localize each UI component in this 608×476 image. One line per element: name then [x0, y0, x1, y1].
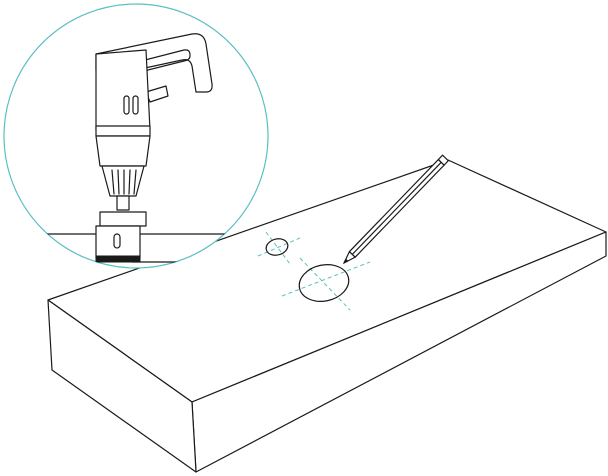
- countertop-slab: [47, 159, 607, 473]
- pencil-end: [437, 154, 449, 166]
- small-hole-guide-a: [257, 237, 301, 257]
- drill-vent-2: [132, 95, 139, 115]
- drill-chuck-groove-1: [111, 169, 115, 195]
- drill-chuck: [101, 165, 145, 197]
- drill-nose: [95, 135, 151, 167]
- large-hole-outline: [298, 264, 350, 302]
- hole-saw-cup: [95, 225, 141, 259]
- small-hole-outline: [265, 238, 289, 256]
- hole-saw-slot: [113, 233, 121, 249]
- large-hole-guide-b: [299, 257, 351, 311]
- drill-chuck-groove-4: [128, 169, 131, 195]
- large-hole-guide-a: [281, 261, 371, 297]
- drill-chuck-groove-5: [133, 169, 137, 195]
- large-hole-marking: [281, 257, 371, 311]
- drill-arbor-nut: [99, 211, 147, 227]
- drill-body: [95, 49, 151, 131]
- pencil-icon: [342, 154, 449, 265]
- small-hole-marking: [257, 231, 301, 265]
- slab-left-face: [47, 299, 197, 473]
- hole-saw-drill-icon: [95, 33, 213, 263]
- hole-saw-teeth: [95, 255, 141, 263]
- pencil-lead: [342, 258, 349, 265]
- drill-arbor: [116, 195, 130, 211]
- drill-chuck-groove-2: [117, 169, 120, 195]
- drill-collar: [95, 125, 151, 137]
- drill-vent-1: [123, 95, 130, 115]
- pencil-body-line: [351, 161, 442, 255]
- callout-contents: [4, 33, 268, 263]
